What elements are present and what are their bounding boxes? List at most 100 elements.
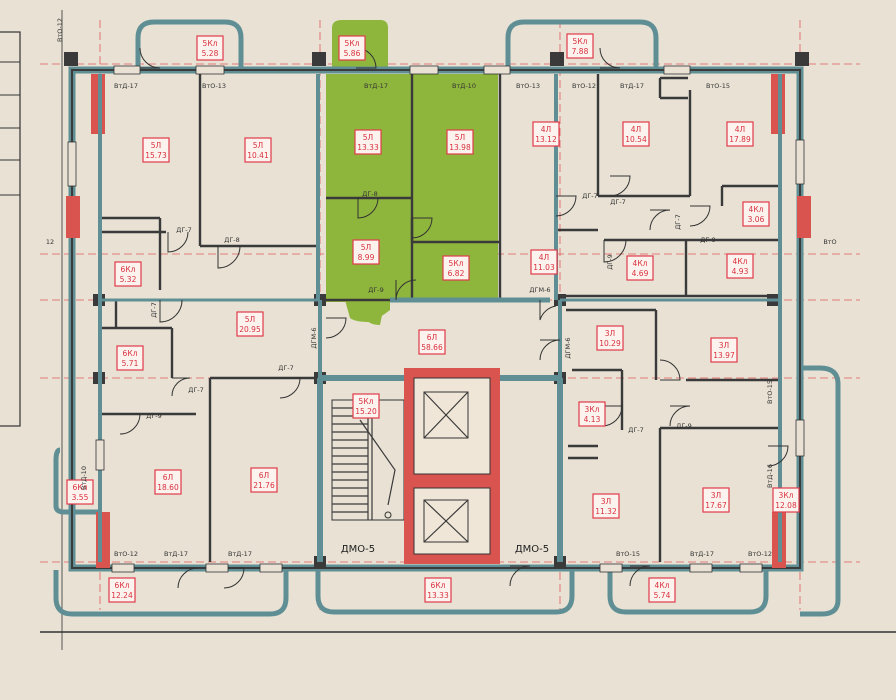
room-code: 6Л [427, 333, 437, 342]
room-tag-box [446, 129, 474, 155]
room-code: 5Л [245, 315, 255, 324]
room-tag-box [236, 311, 264, 337]
window-label: ВтО [823, 238, 836, 246]
room-tag-box [566, 33, 594, 59]
door-label: ДГ-9 [146, 412, 162, 420]
room-area: 17.89 [729, 135, 751, 144]
room-code: 3Л [605, 329, 615, 338]
room-code: 3Л [601, 497, 611, 506]
room-code: 4Кл [655, 581, 670, 590]
room-tag-box [352, 393, 380, 419]
window-label: ВтО-12 [748, 550, 772, 558]
room-tag-box [742, 201, 770, 227]
window-label: ВтД-10 [80, 466, 88, 490]
window-label: ВтО-15 [766, 380, 774, 404]
room-code: 4Кл [749, 205, 764, 214]
room-code: 6Кл [121, 265, 136, 274]
room-code: 6Л [163, 473, 173, 482]
entrance-door-label: ДМО-5 [515, 544, 549, 555]
room-area: 13.12 [535, 135, 557, 144]
room-code: 4Кл [633, 259, 648, 268]
room-code: 6Кл [123, 349, 138, 358]
window-label: ВтД-17 [620, 82, 644, 90]
room-tag[interactable]: 5Л8.99 [352, 239, 380, 265]
door-label: ДГ-7 [188, 386, 204, 394]
room-code: 3Л [719, 341, 729, 350]
room-tag-box [108, 577, 136, 603]
window-label: ВтО-12 [114, 550, 138, 558]
room-tag-box [116, 345, 144, 371]
room-tag-box [772, 487, 800, 513]
room-tag-box [424, 577, 452, 603]
room-tag-box [530, 249, 558, 275]
room-tag-box [418, 329, 446, 355]
door-label: ДГ-7 [582, 192, 598, 200]
window-label: ВтО-12 [572, 82, 596, 90]
room-area: 7.88 [572, 47, 589, 56]
title-block-fragment [0, 31, 21, 427]
room-tag-box [442, 255, 470, 281]
door-label: ДГ-9 [700, 236, 716, 244]
room-code: 5Кл [203, 39, 218, 48]
room-tag-box [352, 239, 380, 265]
room-code: 5Кл [449, 259, 464, 268]
room-area: 5.74 [654, 591, 671, 600]
window-label: ВтО-13 [516, 82, 540, 90]
window-openings [67, 65, 805, 573]
room-area: 13.33 [427, 591, 449, 600]
room-tag-box [338, 35, 366, 61]
room-code: 4Л [539, 253, 549, 262]
room-tag-box [244, 137, 272, 163]
room-code: 5Л [455, 133, 465, 142]
room-code: 4Л [631, 125, 641, 134]
room-tag-box [622, 121, 650, 147]
room-code: 6Кл [115, 581, 130, 590]
window-label: ВтД-16 [766, 464, 774, 488]
room-area: 13.33 [357, 143, 379, 152]
window-label: ВтД-17 [690, 550, 714, 558]
window-label: ВтД-17 [364, 82, 388, 90]
room-code: 5Кл [573, 37, 588, 46]
room-area: 3.55 [72, 493, 89, 502]
room-area: 4.69 [632, 269, 649, 278]
door-label: ДГМ-6 [564, 337, 572, 358]
room-area: 58.66 [421, 343, 443, 352]
room-tag-box [702, 487, 730, 513]
door-label: ДГ-9 [606, 254, 614, 270]
room-area: 13.98 [449, 143, 471, 152]
